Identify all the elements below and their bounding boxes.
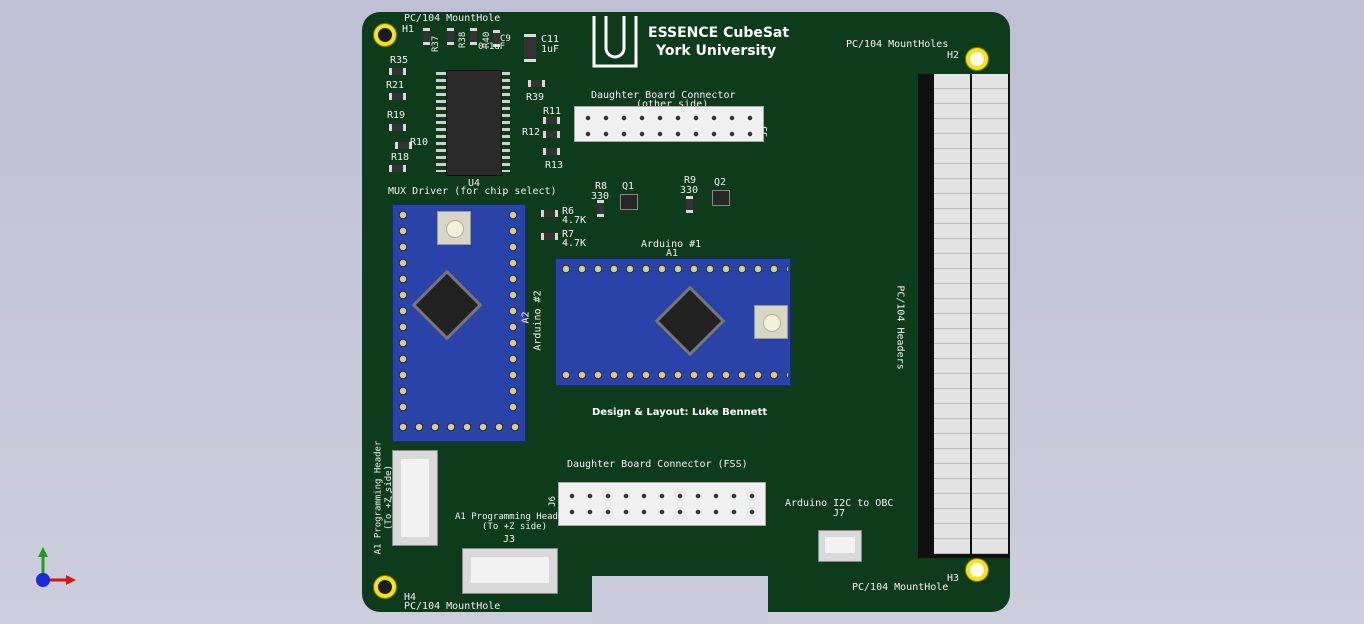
- c9-value: 0.1uF: [478, 42, 506, 52]
- r8-value: 330: [591, 191, 610, 202]
- prog-header-a2: [392, 450, 438, 546]
- pc104-headers-label: PC/104 Headers: [894, 285, 906, 370]
- u4-chip: [446, 70, 502, 176]
- arduino-1-module: [555, 258, 791, 386]
- daughter-board-connector-top: [574, 106, 764, 142]
- j5-ref: J5: [759, 126, 770, 137]
- r10-part: [395, 142, 412, 149]
- q2-ref: Q2: [714, 177, 727, 188]
- board-notch-bottom-left: [592, 576, 768, 624]
- c9-ref: C9: [500, 34, 511, 44]
- r13-part: [543, 148, 560, 155]
- r12-ref: R12: [522, 127, 541, 138]
- u4-pins-right: [500, 72, 510, 172]
- j3-ref: J3: [503, 534, 516, 545]
- r11-part: [543, 117, 560, 124]
- i2c-connector: [818, 530, 862, 562]
- r21-ref: R21: [386, 80, 405, 91]
- q1-ref: Q1: [622, 181, 635, 192]
- a1-ref: A1: [666, 248, 679, 259]
- c11-part: [524, 34, 536, 62]
- c9-part: [493, 30, 500, 47]
- r38-ref: R38: [458, 31, 468, 48]
- r7-value: 4.7K: [562, 238, 587, 249]
- c11-ref: C11: [541, 34, 560, 45]
- r11-ref: R11: [543, 106, 562, 117]
- prog-a1-line1: A1 Programming Header: [455, 512, 569, 522]
- j6-ref: J6: [547, 496, 558, 507]
- r9-value: 330: [680, 185, 699, 196]
- r10-ref: R10: [410, 137, 429, 148]
- mount-hole-h1: [374, 24, 396, 46]
- r35-ref: R35: [390, 55, 409, 66]
- logo-title: ESSENCE CubeSat: [648, 25, 790, 41]
- r9-part: [686, 196, 693, 213]
- r21-part: [389, 93, 406, 100]
- mux-label: MUX Driver (for chip select): [388, 186, 557, 197]
- daughter-fss-label: Daughter Board Connector (FSS): [567, 459, 748, 470]
- mount-hole-h3: [966, 559, 988, 581]
- r8-part: [597, 200, 604, 217]
- r19-ref: R19: [387, 110, 406, 121]
- r40-part: [470, 28, 477, 45]
- h2-ref: H2: [947, 50, 960, 61]
- r7-part: [541, 233, 558, 240]
- a2-ref: A2: [520, 311, 532, 324]
- r13-ref: R13: [545, 160, 564, 171]
- j7-ref: J7: [833, 508, 846, 519]
- h2-label: PC/104 MountHoles: [846, 39, 949, 50]
- r37-ref: R37: [431, 35, 441, 52]
- r35-part: [389, 68, 406, 75]
- r6-part: [541, 210, 558, 217]
- h3-label: PC/104 MountHole: [852, 582, 949, 593]
- r8-ref: R8: [595, 181, 608, 192]
- u4-ref: U4: [468, 178, 481, 189]
- daughter-top-sub: (other side): [636, 99, 709, 110]
- r39-ref: R39: [526, 92, 545, 103]
- mount-hole-h2: [966, 48, 988, 70]
- r6-ref: R6: [562, 206, 575, 217]
- h3-ref: H3: [947, 573, 960, 584]
- r18-ref: R18: [391, 152, 410, 163]
- r19-part: [389, 124, 406, 131]
- mount-hole-h4: [374, 576, 396, 598]
- daughter-top-label: Daughter Board Connector: [591, 90, 736, 101]
- u4-pins-left: [436, 72, 446, 172]
- prog-header-a1: [462, 548, 558, 594]
- q1-part: [620, 194, 638, 210]
- h4-label: PC/104 MountHole: [404, 601, 501, 612]
- r37-part: [423, 28, 430, 45]
- logo-icon: [590, 14, 640, 70]
- credit-text: Design & Layout: Luke Bennett: [592, 407, 768, 418]
- c11-value: 1uF: [541, 44, 560, 55]
- prog-a1-line2: (To +Z side): [482, 522, 548, 532]
- i2c-label: Arduino I2C to OBC: [785, 498, 894, 509]
- logo-subtitle: York University: [656, 43, 777, 59]
- axes-gizmo-icon: [28, 545, 88, 595]
- q2-part: [712, 190, 730, 206]
- r18-part: [389, 165, 406, 172]
- arduino-2-module: [392, 204, 526, 442]
- r38-part: [447, 28, 454, 45]
- r39-part: [528, 80, 545, 87]
- a2-label: Arduino #2: [532, 290, 544, 351]
- h1-label: PC/104 MountHole: [404, 13, 501, 24]
- r12-part: [543, 131, 560, 138]
- daughter-board-connector-fss: [558, 482, 766, 526]
- h4-ref: H4: [404, 592, 417, 603]
- r7-ref: R7: [562, 229, 575, 240]
- pc104-header: [918, 74, 1010, 558]
- r6-value: 4.7K: [562, 215, 587, 226]
- r9-ref: R9: [684, 175, 697, 186]
- prog-a2-line1: A1 Programming Header: [373, 440, 384, 555]
- h1-ref: H1: [402, 24, 415, 35]
- a1-label: Arduino #1: [641, 239, 702, 250]
